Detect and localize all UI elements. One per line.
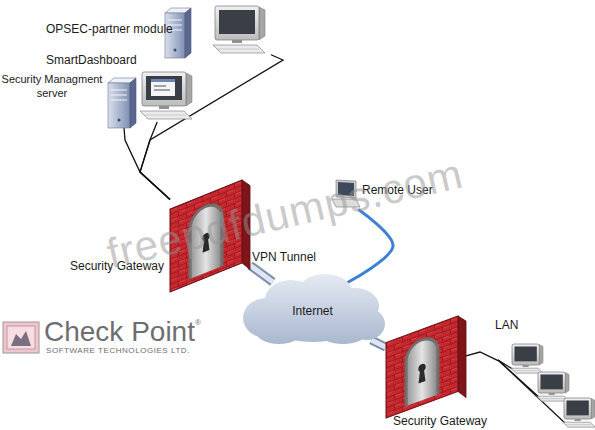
connector-group bbox=[466, 352, 498, 361]
power-light bbox=[118, 119, 121, 122]
brand-name: Check Point bbox=[44, 318, 195, 346]
monitor-side bbox=[539, 345, 543, 365]
tower-bay bbox=[111, 100, 127, 101]
connector-group bbox=[140, 122, 170, 199]
vpn-tunnel bbox=[371, 340, 386, 347]
network-link bbox=[140, 122, 170, 199]
tube-highlight bbox=[250, 265, 273, 282]
monitor-body bbox=[564, 398, 591, 419]
device-label: Security Managment server bbox=[0, 72, 104, 100]
window-content bbox=[154, 85, 166, 87]
wall-side bbox=[458, 316, 466, 398]
monitor-stand bbox=[549, 393, 555, 395]
keyboard-keys bbox=[565, 424, 591, 425]
registered-mark: ® bbox=[195, 319, 201, 327]
logo-inner bbox=[7, 326, 35, 349]
connector-group bbox=[371, 340, 386, 347]
monitor-side bbox=[259, 7, 265, 40]
management-console: SmartDashboard bbox=[136, 68, 200, 122]
keyboard bbox=[563, 422, 595, 427]
security-gateway: Security Gateway bbox=[386, 316, 466, 418]
monitor-screen bbox=[566, 400, 588, 415]
network-link bbox=[466, 352, 498, 361]
monitor-stand bbox=[575, 419, 581, 421]
internet-cloud: Internet bbox=[245, 282, 380, 340]
keyboard bbox=[140, 111, 192, 119]
power-light bbox=[174, 49, 177, 52]
monitor-side bbox=[186, 73, 192, 106]
device-label: OPSEC-partner module bbox=[46, 22, 173, 36]
monitor-stand bbox=[523, 365, 529, 367]
window-content bbox=[154, 89, 170, 91]
monitor-screen bbox=[540, 374, 562, 389]
brick-face bbox=[386, 316, 458, 418]
monitor-body bbox=[142, 72, 186, 106]
wall-front bbox=[386, 316, 458, 418]
brand-logo-icon bbox=[3, 322, 39, 353]
network-link bbox=[124, 128, 170, 199]
keyboard-keys bbox=[217, 49, 259, 50]
tower-side bbox=[185, 8, 191, 58]
logo-frame bbox=[3, 322, 39, 353]
monitor-stand bbox=[159, 106, 169, 109]
device-icon bbox=[498, 338, 595, 430]
logo-figure bbox=[11, 331, 31, 346]
monitor-screen bbox=[146, 76, 182, 100]
management-server: Security Managment server bbox=[108, 78, 136, 128]
device-label: SmartDashboard bbox=[46, 53, 137, 67]
device-icon bbox=[163, 2, 271, 60]
edge-label: VPN Tunnel bbox=[252, 250, 316, 264]
tower-bay bbox=[168, 20, 182, 21]
tube-highlight bbox=[371, 340, 386, 347]
connector-group bbox=[250, 265, 273, 282]
remote-access-link bbox=[348, 210, 393, 282]
tower-front bbox=[108, 83, 130, 128]
keyhole bbox=[419, 367, 426, 384]
monitor-body bbox=[512, 344, 539, 365]
connector-group bbox=[140, 55, 283, 200]
archway-frame bbox=[405, 332, 440, 407]
vpn-tunnel bbox=[250, 265, 273, 282]
window-titlebar bbox=[151, 79, 175, 82]
monitor-side bbox=[565, 373, 569, 393]
connector-group bbox=[124, 128, 170, 199]
monitor-body bbox=[538, 372, 565, 393]
device-icon bbox=[386, 316, 466, 418]
brand-tagline: SOFTWARE TECHNOLOGIES LTD. bbox=[46, 347, 190, 355]
lan-group: LAN bbox=[498, 338, 595, 430]
device-icon bbox=[136, 68, 200, 122]
screen-window bbox=[151, 79, 175, 96]
keyboard-keys bbox=[513, 370, 539, 371]
monitor-body bbox=[215, 6, 259, 40]
connector-group bbox=[348, 210, 393, 282]
opsec-module: OPSEC-partner module bbox=[163, 2, 271, 60]
device-label: Internet bbox=[245, 282, 380, 340]
tower-bay bbox=[111, 90, 127, 91]
cloud-puff bbox=[317, 316, 369, 344]
network-link bbox=[140, 55, 283, 200]
device-icon bbox=[108, 78, 136, 128]
monitor-side bbox=[591, 399, 595, 419]
keyboard-keys bbox=[144, 115, 186, 116]
monitor-screen bbox=[219, 10, 255, 34]
monitor-stand bbox=[232, 40, 242, 43]
tower-side bbox=[130, 78, 136, 128]
monitor-screen bbox=[514, 346, 536, 361]
lan-wire bbox=[498, 360, 566, 424]
tower-bay bbox=[111, 95, 127, 96]
cloud-puff bbox=[255, 316, 303, 344]
archway-door bbox=[408, 336, 437, 405]
keyboard-keys bbox=[539, 398, 565, 399]
device-label: Security Gateway bbox=[393, 414, 487, 428]
device-label: LAN bbox=[495, 318, 518, 332]
keyboard bbox=[213, 45, 265, 53]
